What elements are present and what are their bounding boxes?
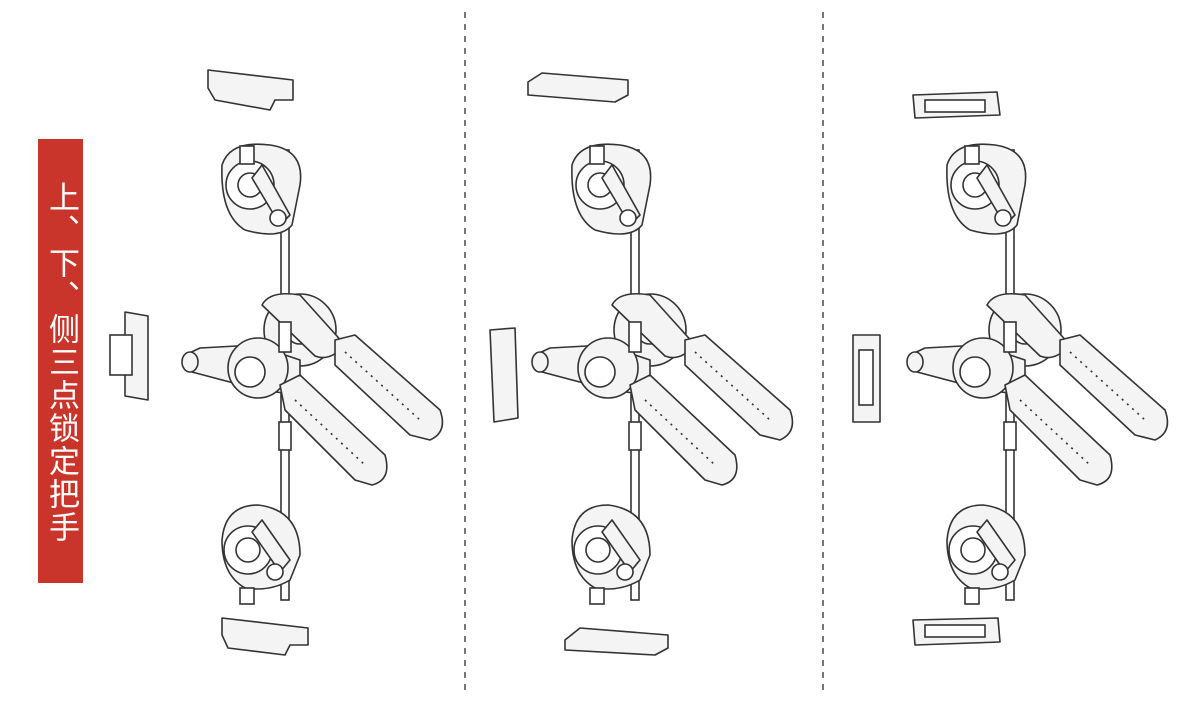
title-text: 上、下、侧三点锁定把手	[43, 181, 79, 544]
bottom-keeper	[564, 627, 669, 656]
side-keeper	[489, 327, 519, 423]
title-label: 上、下、侧三点锁定把手	[38, 139, 83, 583]
handle-assembly-1	[109, 69, 444, 656]
handle-assembly-3	[852, 91, 1169, 646]
top-keeper	[527, 72, 629, 103]
top-keeper	[207, 69, 294, 111]
handle-assembly-2	[489, 72, 794, 656]
bottom-keeper	[221, 617, 309, 656]
